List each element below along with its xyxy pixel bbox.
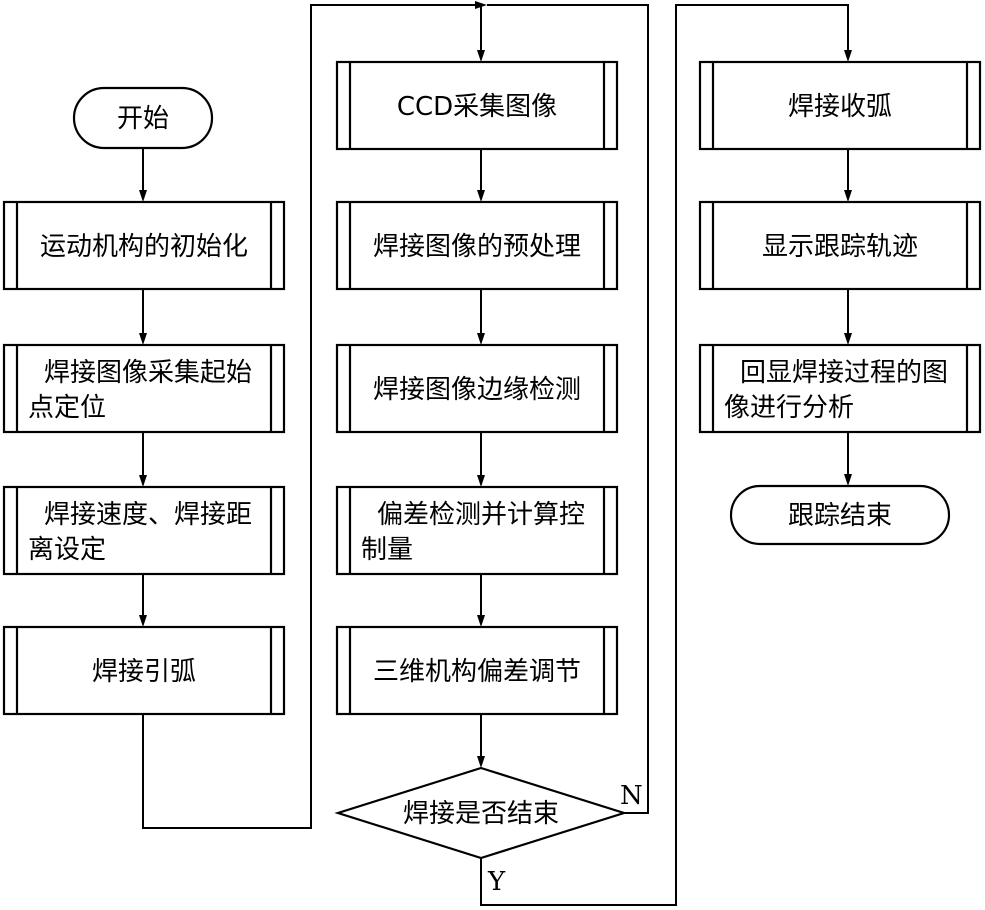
edge-start-to-init <box>139 148 147 202</box>
arrowhead <box>477 475 485 487</box>
replay-process: 回显焊接过程的图 像进行分析 <box>698 343 982 434</box>
edge-arc-end-to-show-track <box>844 149 852 202</box>
replay-label-line1: 回显焊接过程的图 <box>740 358 948 388</box>
edge-init-to-start-point <box>139 289 147 345</box>
arrowhead <box>844 474 852 486</box>
preprocess-process: 焊接图像的预处理 <box>335 200 619 291</box>
adjust-label: 三维机构偏差调节 <box>373 657 581 687</box>
speed-process: 焊接速度、焊接距 离设定 <box>2 485 286 576</box>
deviation-label-line1: 偏差检测并计算控 <box>377 500 585 530</box>
edge-show-track-to-replay <box>844 289 852 345</box>
arc-end-label: 焊接收弧 <box>788 92 892 122</box>
arrowhead <box>477 756 485 768</box>
deviation-label-line2: 制量 <box>361 535 413 565</box>
arrowhead <box>477 615 485 627</box>
edge-detect-label: 焊接图像边缘检测 <box>373 375 581 405</box>
deviation-process: 偏差检测并计算控 制量 <box>335 485 619 576</box>
arrowhead <box>844 190 852 202</box>
edge-arc-start-to-ccd <box>142 1 487 829</box>
start-label: 开始 <box>117 104 169 134</box>
init-process: 运动机构的初始化 <box>2 200 286 291</box>
arrowhead <box>844 50 852 62</box>
edge-speed-to-arc-start <box>139 574 147 627</box>
edge-adjust-to-decision <box>477 714 485 768</box>
end-terminal: 跟踪结束 <box>729 484 951 546</box>
adjust-process: 三维机构偏差调节 <box>335 625 619 716</box>
arc-end-process: 焊接收弧 <box>698 60 982 151</box>
edge-preprocess-to-edge-detect <box>477 289 485 345</box>
arrowhead <box>139 333 147 345</box>
no-branch-label: N <box>620 781 643 811</box>
yes-branch-label: Y <box>487 867 506 897</box>
arc-start-process: 焊接引弧 <box>2 625 286 716</box>
edge-decision-yes: Y <box>480 4 852 906</box>
decision-label: 焊接是否结束 <box>403 799 559 829</box>
arrowhead <box>477 190 485 202</box>
end-label: 跟踪结束 <box>788 501 892 531</box>
replay-label-line2: 像进行分析 <box>724 393 854 423</box>
edge-replay-to-end <box>844 432 852 486</box>
edge-deviation-to-adjust <box>477 574 485 627</box>
arrowhead <box>477 333 485 345</box>
edge-start-point-to-speed <box>139 432 147 487</box>
decision-diamond: 焊接是否结束 <box>334 766 628 860</box>
show-track-label: 显示跟踪轨迹 <box>762 232 918 262</box>
ccd-process: CCD采集图像 <box>335 60 619 151</box>
start-point-process: 焊接图像采集起始 点定位 <box>2 343 286 434</box>
edge-ccd-to-preprocess <box>477 149 485 202</box>
edge-detect-process: 焊接图像边缘检测 <box>335 343 619 434</box>
init-label: 运动机构的初始化 <box>40 232 248 262</box>
arrowhead <box>844 333 852 345</box>
preprocess-label: 焊接图像的预处理 <box>373 232 581 262</box>
arrowhead <box>139 475 147 487</box>
speed-label-line2: 离设定 <box>28 535 106 565</box>
show-track-process: 显示跟踪轨迹 <box>698 200 982 291</box>
arrowhead <box>139 190 147 202</box>
arrowhead <box>477 50 485 62</box>
start-terminal: 开始 <box>72 86 214 150</box>
ccd-label: CCD采集图像 <box>397 92 557 122</box>
edge-decision-no: N <box>487 4 649 814</box>
arrowhead <box>139 615 147 627</box>
arc-start-label: 焊接引弧 <box>92 657 196 687</box>
start-point-label-line1: 焊接图像采集起始 <box>44 358 252 388</box>
start-point-label-line2: 点定位 <box>28 393 106 423</box>
edge-edge-detect-to-deviation <box>477 432 485 487</box>
speed-label-line1: 焊接速度、焊接距 <box>44 500 252 530</box>
